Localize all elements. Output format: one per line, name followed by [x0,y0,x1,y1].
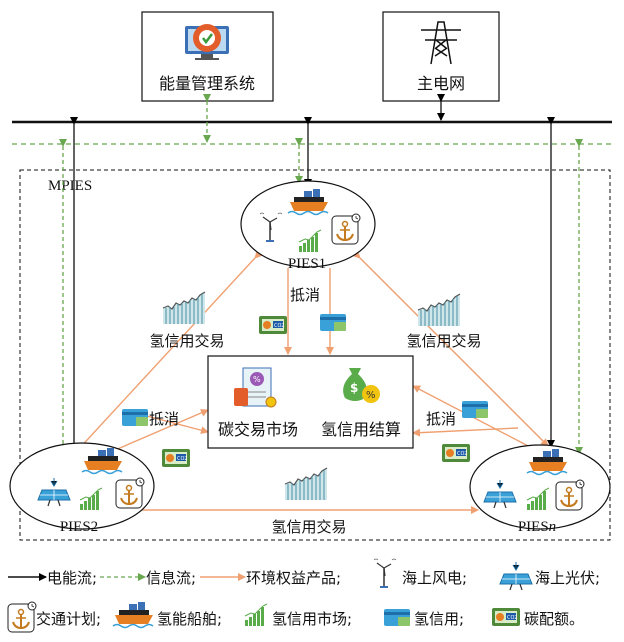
receipt-icon: % [234,367,277,408]
legend-solar: 海上光伏; [535,569,600,587]
wind-turbine-icon [373,558,397,589]
piesn-label: PIESn [518,519,556,535]
grid-box [382,11,500,102]
svg-text:%: % [366,390,376,401]
legend-credit-market: 氢信用市场; [272,610,352,628]
legend-power: 电能流; [47,569,97,587]
trade-right-label: 氢信用交易 [406,332,481,350]
carbon-quota-icon [492,608,520,626]
credit-market-legend-icon [244,603,268,627]
legend-quota: 碳配额。 [524,610,584,628]
legend-traffic: 交通计划; [36,610,101,628]
credit-market-icon [162,291,206,325]
solar-panel-icon [499,561,533,591]
hydrogen-settlement-label: 氢信用结算 [321,420,401,439]
money-bag-icon: $ % [343,368,380,403]
mpies-boundary [19,169,611,541]
trade-left-label: 氢信用交易 [149,332,224,350]
pies1-label: PIES1 [288,256,326,272]
legend: 电能流; 信息流; 环境权益产品; 海上风电; 海上光伏; 交通计划; 氢能船舶… [7,558,600,633]
offset-right-label: 抵消 [426,410,456,428]
carbon-market-label: 碳交易市场 [218,420,298,439]
offset-left-label: 抵消 [149,410,179,428]
legend-credit: 氢信用; [414,610,464,628]
ship-icon [112,601,154,629]
transmission-tower-icon [421,21,461,65]
gear-monitor-icon [185,24,229,60]
legend-wind: 海上风电; [402,569,467,587]
svg-text:$: $ [350,381,358,395]
grid-label: 主电网 [417,74,465,93]
pies2-label: PIES2 [60,519,98,535]
ems-label: 能量管理系统 [159,74,255,93]
anchor-clock-icon [7,601,37,633]
legend-ship: 氢能船舶; [157,610,222,628]
legend-product: 环境权益产品; [246,569,341,587]
legend-info: 信息流; [146,569,196,587]
offset-top-label: 抵消 [290,286,320,304]
pies1-node [240,180,376,268]
trade-bottom-label: 氢信用交易 [271,518,346,536]
mpies-label: MPIES [48,178,92,194]
svg-text:%: % [253,375,261,384]
credit-card-icon [384,609,410,626]
